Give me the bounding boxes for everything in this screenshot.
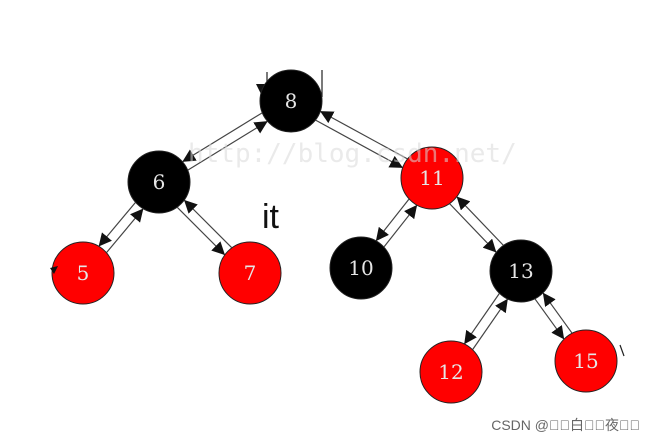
edge-11-to-10 bbox=[375, 198, 410, 242]
edge-11-to-8 bbox=[320, 110, 408, 160]
node-circle-10 bbox=[329, 236, 393, 300]
tree-node-6: 6 bbox=[127, 150, 191, 214]
crop-artifact-right bbox=[619, 344, 625, 357]
node-circle-11 bbox=[400, 146, 464, 210]
tree-node-13: 13 bbox=[489, 239, 553, 303]
tree-node-12: 12 bbox=[419, 340, 483, 404]
edge-12-to-13 bbox=[472, 298, 508, 350]
crop-artifact-left bbox=[50, 266, 58, 274]
edge-5-to-6 bbox=[106, 208, 144, 253]
tree-node-5: 5 bbox=[51, 241, 115, 305]
node-circle-5 bbox=[51, 241, 115, 305]
node-label-13: 13 bbox=[508, 259, 533, 283]
node-label-6: 6 bbox=[153, 170, 166, 194]
node-circle-15 bbox=[554, 329, 618, 393]
node-label-8: 8 bbox=[285, 89, 298, 113]
node-circle-13 bbox=[489, 239, 553, 303]
tree-node-10: 10 bbox=[329, 236, 393, 300]
edge-8-to-11 bbox=[315, 119, 403, 169]
edge-11-to-13 bbox=[449, 203, 497, 253]
watermark-text: http://blog.csdn.net/ bbox=[188, 139, 517, 169]
edge-8-to-6 bbox=[182, 112, 263, 163]
node-circle-6 bbox=[127, 150, 191, 214]
edge-13-to-12 bbox=[464, 293, 500, 345]
node-circle-8 bbox=[259, 69, 323, 133]
tree-node-7: 7 bbox=[218, 241, 282, 305]
tree-nodes: 8 6 11 5 7 10 13 12 15 bbox=[51, 69, 618, 404]
edge-13-to-11 bbox=[456, 196, 504, 246]
edge-7-to-6 bbox=[183, 199, 233, 248]
node-label-11: 11 bbox=[419, 166, 444, 190]
node-circle-7 bbox=[218, 241, 282, 305]
edge-6-to-5 bbox=[98, 202, 136, 247]
tree-node-11: 11 bbox=[400, 146, 464, 210]
edge-6-to-7 bbox=[176, 207, 226, 256]
edge-13-to-15 bbox=[534, 298, 565, 340]
node-label-15: 15 bbox=[573, 349, 598, 373]
annotation-text: it bbox=[262, 198, 280, 236]
tree-node-15: 15 bbox=[554, 329, 618, 393]
edge-6-to-8 bbox=[187, 120, 268, 171]
tree-edges bbox=[98, 110, 573, 350]
node-label-7: 7 bbox=[244, 261, 257, 285]
node-circle-12 bbox=[419, 340, 483, 404]
edge-15-to-13 bbox=[542, 292, 573, 334]
credit-text: CSDN @  白  夜   bbox=[491, 417, 640, 433]
node-label-12: 12 bbox=[438, 360, 463, 384]
edge-10-to-11 bbox=[383, 204, 418, 248]
tree-node-8: 8 bbox=[259, 69, 323, 133]
node-label-10: 10 bbox=[348, 256, 373, 280]
node-label-5: 5 bbox=[77, 261, 90, 285]
